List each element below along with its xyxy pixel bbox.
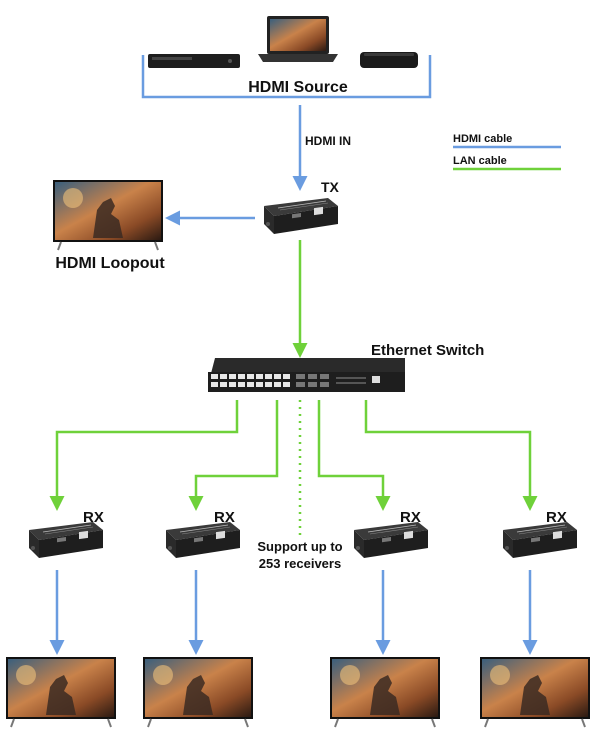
lan-branch-rx2 [188,400,279,511]
tx-extender-icon [263,197,339,235]
rx-device-2: RX [165,509,241,559]
lan-branch-rx4 [364,400,538,511]
loopout-tv-icon [52,179,164,251]
source-group: HDMI Source [141,16,432,99]
loopout-tv [52,179,164,251]
rx-extender-icon [28,521,104,559]
support-note-line2: 253 receivers [259,556,341,571]
lan-branch-rx3 [317,400,391,511]
legend-hdmi-label: HDMI cable [453,133,512,145]
rx-label: RX [546,509,567,526]
loopout-label: HDMI Loopout [55,255,165,272]
display-tv-1-icon [5,656,117,728]
source-label: HDMI Source [248,79,348,96]
switch-label: Ethernet Switch [371,342,484,359]
ethernet-switch-icon [208,358,405,392]
legend-lan-label: LAN cable [453,155,507,167]
rx-device-4: RX [502,509,578,559]
rx-extender-icon [353,521,429,559]
display-tv-3-icon [329,656,441,728]
rx-extender-icon [165,521,241,559]
rx-label: RX [400,509,421,526]
source-bracket-line [141,55,432,99]
hdmi-in-label: HDMI IN [305,134,351,148]
streaming-box-icon [360,52,418,68]
lan-branch-rx1 [49,400,239,511]
tx-device: TX [263,179,340,235]
display-tv-4-icon [479,656,591,728]
tx-label: TX [321,179,340,195]
legend: HDMI cable LAN cable [453,133,561,171]
rx-label: RX [214,509,235,526]
display-tv-2-icon [142,656,254,728]
rx-device-3: RX [353,509,429,559]
rx-extender-icon [502,521,578,559]
rx-device-1: RX [28,509,104,559]
support-note-line1: Support up to [257,539,342,554]
rx-label: RX [83,509,104,526]
laptop-icon [258,16,338,62]
blu-ray-player-icon [148,54,240,68]
